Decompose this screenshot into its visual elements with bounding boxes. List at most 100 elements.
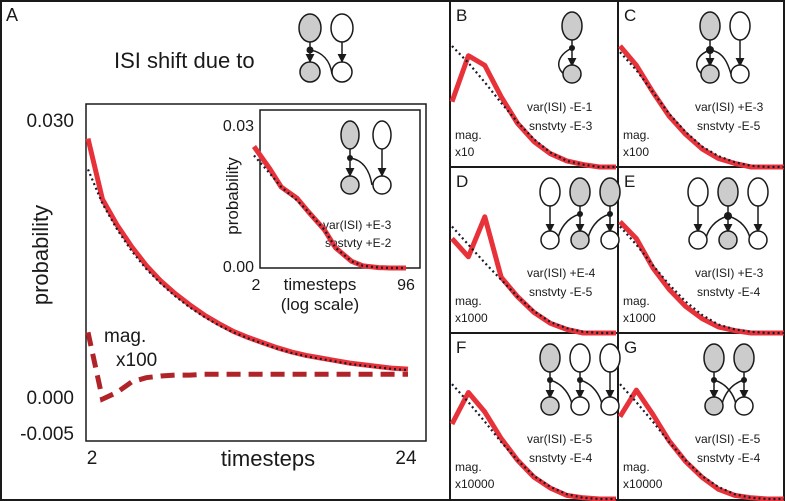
network-icon-g (703, 343, 755, 416)
series-line-dotted (451, 383, 616, 501)
node-gray (717, 177, 739, 207)
node-gray (718, 230, 738, 250)
mag-label: x10000 (455, 477, 495, 491)
panel-letter: C (624, 6, 636, 25)
stat-sensitivity: snstvty -E-5 (697, 119, 761, 133)
network-icon-f (539, 343, 621, 416)
network-icon-c (696, 11, 751, 84)
stat-variance: var(ISI) +E-3 (695, 100, 764, 114)
node-gray (298, 13, 322, 43)
panel-a-ytick: -0.005 (20, 424, 74, 445)
node-white (687, 177, 709, 207)
stat-sensitivity: snstvty -E-3 (529, 119, 593, 133)
series-line-dotted (619, 383, 784, 501)
mag-label: mag. (455, 460, 482, 474)
series-line-solid (450, 214, 616, 336)
mag-label: mag. (623, 128, 650, 142)
series-line-dashed (85, 331, 408, 403)
mag-label: mag. (455, 294, 482, 308)
node-white (539, 177, 561, 207)
node-white (372, 120, 392, 150)
series-line-solid (449, 390, 616, 501)
stat-sensitivity: snstvty -E-4 (697, 285, 761, 299)
panel-letter: B (456, 6, 467, 25)
panel-a-ytick: 0.000 (26, 388, 74, 409)
network-icon-b (558, 11, 583, 84)
node-gray (569, 177, 591, 207)
node-gray (733, 343, 755, 373)
inset-stat: var(ISI) +E-3 (323, 218, 392, 232)
node-white (729, 11, 751, 41)
panel-a-ylabel: probability (28, 205, 53, 305)
series-line-dotted (451, 45, 616, 169)
mag-label: mag. (623, 294, 650, 308)
inset-ytick: 0.00 (223, 259, 254, 276)
series-line-dotted (253, 154, 406, 270)
node-white (730, 64, 750, 84)
node-white (372, 175, 392, 195)
node-gray (540, 396, 560, 416)
node-white (688, 230, 708, 250)
node-gray (599, 177, 621, 207)
mag-label: x1000 (455, 311, 488, 325)
mag-label: mag. (104, 326, 146, 347)
node-white (600, 396, 620, 416)
series-line-dotted (619, 225, 784, 335)
network-icon-inset (340, 120, 392, 195)
mag-label: mag. (455, 128, 482, 142)
inset-ylabel: probability (223, 157, 242, 235)
node-white (734, 396, 754, 416)
node-white (748, 230, 768, 250)
network-icon-heading (298, 13, 354, 83)
series-line-solid (617, 387, 784, 501)
panel-a-xlabel: timesteps (221, 446, 315, 471)
stat-variance: var(ISI) -E-5 (527, 432, 593, 446)
inset-frame (259, 109, 421, 269)
stat-sensitivity: snstvty -E-4 (529, 451, 593, 465)
stat-variance: var(ISI) +E-4 (527, 266, 596, 280)
node-gray (699, 11, 721, 41)
series-line-dotted (451, 225, 616, 335)
inset-ytick: 0.03 (223, 118, 254, 135)
mag-label: x100 (116, 350, 157, 371)
node-white (600, 230, 620, 250)
node-white (599, 343, 621, 373)
inset-xlabel: timesteps (284, 275, 357, 294)
series-line-dotted (86, 168, 409, 372)
node-gray (700, 64, 720, 84)
node-gray (570, 230, 590, 250)
inset-lines (251, 145, 406, 271)
inset-xlabel: (log scale) (281, 295, 359, 314)
network-icon-d (539, 177, 621, 250)
panel-a-xtick: 2 (87, 448, 98, 469)
inset-xtick: 2 (252, 277, 261, 294)
panel-a-letter: A (6, 5, 18, 25)
stat-sensitivity: snstvty -E-5 (529, 285, 593, 299)
node-gray (340, 175, 360, 195)
node-gray (703, 343, 725, 373)
node-white (747, 177, 769, 207)
series-line-dotted (619, 51, 784, 169)
mag-label: x10 (455, 145, 475, 159)
series-line-solid (251, 145, 406, 271)
node-white (570, 396, 590, 416)
node-white (331, 61, 353, 83)
node-gray (561, 11, 583, 41)
panel-a-xtick: 24 (395, 448, 417, 469)
node-gray (704, 396, 724, 416)
node-gray (299, 61, 321, 83)
node-white (330, 13, 354, 43)
node-white (540, 230, 560, 250)
mag-label: x1000 (623, 311, 656, 325)
panel-letter: D (456, 172, 468, 191)
network-icon-e (687, 177, 769, 250)
mag-label: mag. (623, 460, 650, 474)
mag-label: x100 (623, 145, 649, 159)
